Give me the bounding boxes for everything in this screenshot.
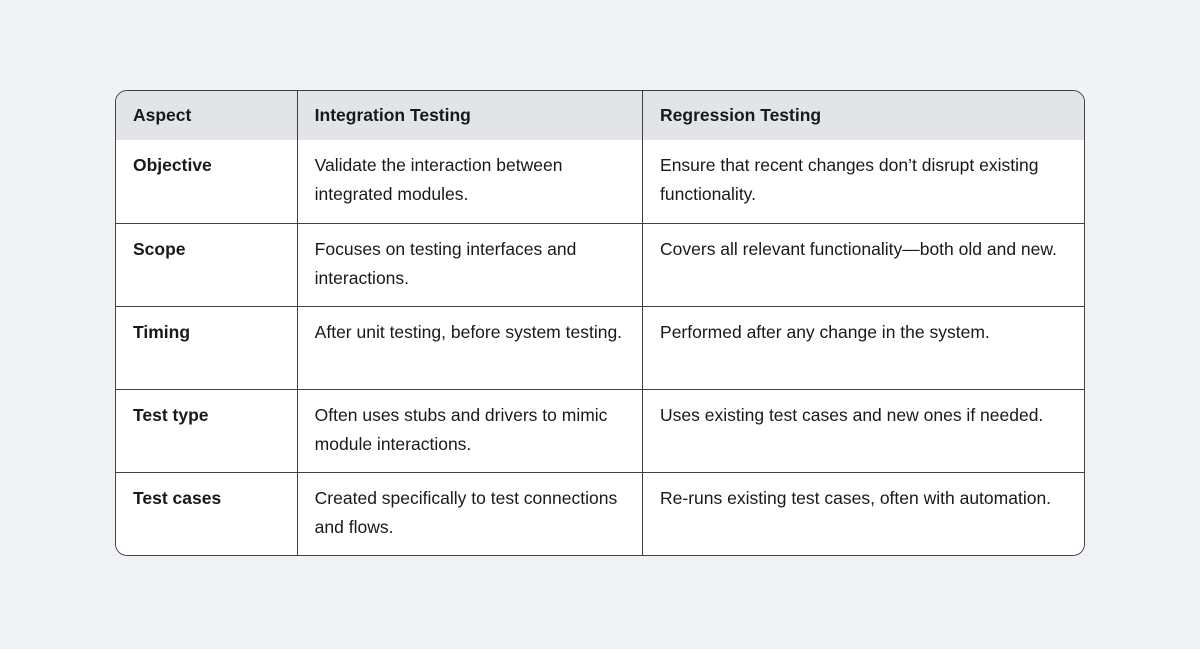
regression-cell: Covers all relevant functionality—both o…	[642, 222, 1084, 307]
regression-cell: Re-runs existing test cases, often with …	[642, 471, 1084, 555]
table-row-scope: Scope Focuses on testing interfaces and …	[116, 222, 1084, 307]
regression-cell: Performed after any change in the system…	[642, 305, 1084, 390]
table-row-objective: Objective Validate the interaction betwe…	[116, 140, 1084, 224]
regression-cell: Ensure that recent changes don’t disrupt…	[642, 140, 1084, 224]
aspect-label: Test type	[116, 388, 298, 473]
column-header-integration-testing: Integration Testing	[296, 91, 644, 140]
aspect-label: Test cases	[116, 471, 298, 555]
integration-cell: Focuses on testing interfaces and intera…	[296, 222, 644, 307]
integration-cell: Created specifically to test connections…	[296, 471, 644, 555]
integration-cell: Often uses stubs and drivers to mimic mo…	[296, 388, 644, 473]
comparison-table: Aspect Integration Testing Regression Te…	[116, 91, 1084, 555]
integration-cell: After unit testing, before system testin…	[296, 305, 644, 390]
table-header-row: Aspect Integration Testing Regression Te…	[116, 91, 1084, 140]
column-header-aspect: Aspect	[116, 91, 298, 140]
regression-cell: Uses existing test cases and new ones if…	[642, 388, 1084, 473]
column-header-regression-testing: Regression Testing	[642, 91, 1084, 140]
table-row-timing: Timing After unit testing, before system…	[116, 305, 1084, 390]
integration-cell: Validate the interaction between integra…	[296, 140, 644, 224]
table-row-test-type: Test type Often uses stubs and drivers t…	[116, 388, 1084, 473]
aspect-label: Scope	[116, 222, 298, 307]
aspect-label: Objective	[116, 140, 298, 224]
table-row-test-cases: Test cases Created specifically to test …	[116, 471, 1084, 555]
comparison-table-card: Aspect Integration Testing Regression Te…	[115, 90, 1085, 556]
aspect-label: Timing	[116, 305, 298, 390]
